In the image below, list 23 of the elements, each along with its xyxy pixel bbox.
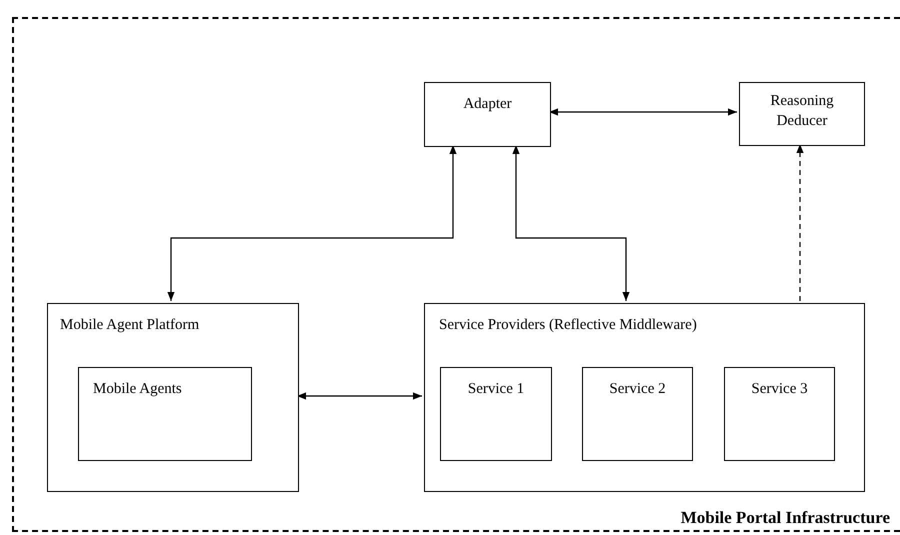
box-label: Mobile Agents	[92, 380, 183, 399]
component-box	[424, 82, 551, 147]
platform-box	[47, 303, 299, 492]
arrow	[549, 108, 737, 116]
service-box	[724, 367, 835, 461]
service-box	[582, 367, 693, 461]
box-label: Adapter	[462, 95, 513, 114]
arrow	[512, 145, 630, 301]
box-label: Service Providers (Reflective Middleware)	[438, 316, 698, 335]
provider-box	[424, 303, 865, 492]
service-box	[440, 367, 552, 461]
box-label: Service 3	[750, 380, 809, 399]
dashed-boundary	[12, 17, 900, 532]
arrow	[167, 145, 457, 301]
box-label: Mobile Agent Platform	[59, 316, 200, 335]
component-box	[739, 82, 865, 146]
boundary-label: Mobile Portal Infrastructure	[680, 506, 890, 528]
agent-box	[78, 367, 252, 461]
box-label: Service 1	[466, 380, 526, 399]
arrow	[796, 144, 804, 301]
arrow	[297, 392, 422, 400]
box-label: Service 2	[608, 380, 667, 399]
box-label: Reasoning Deducer	[769, 92, 835, 131]
